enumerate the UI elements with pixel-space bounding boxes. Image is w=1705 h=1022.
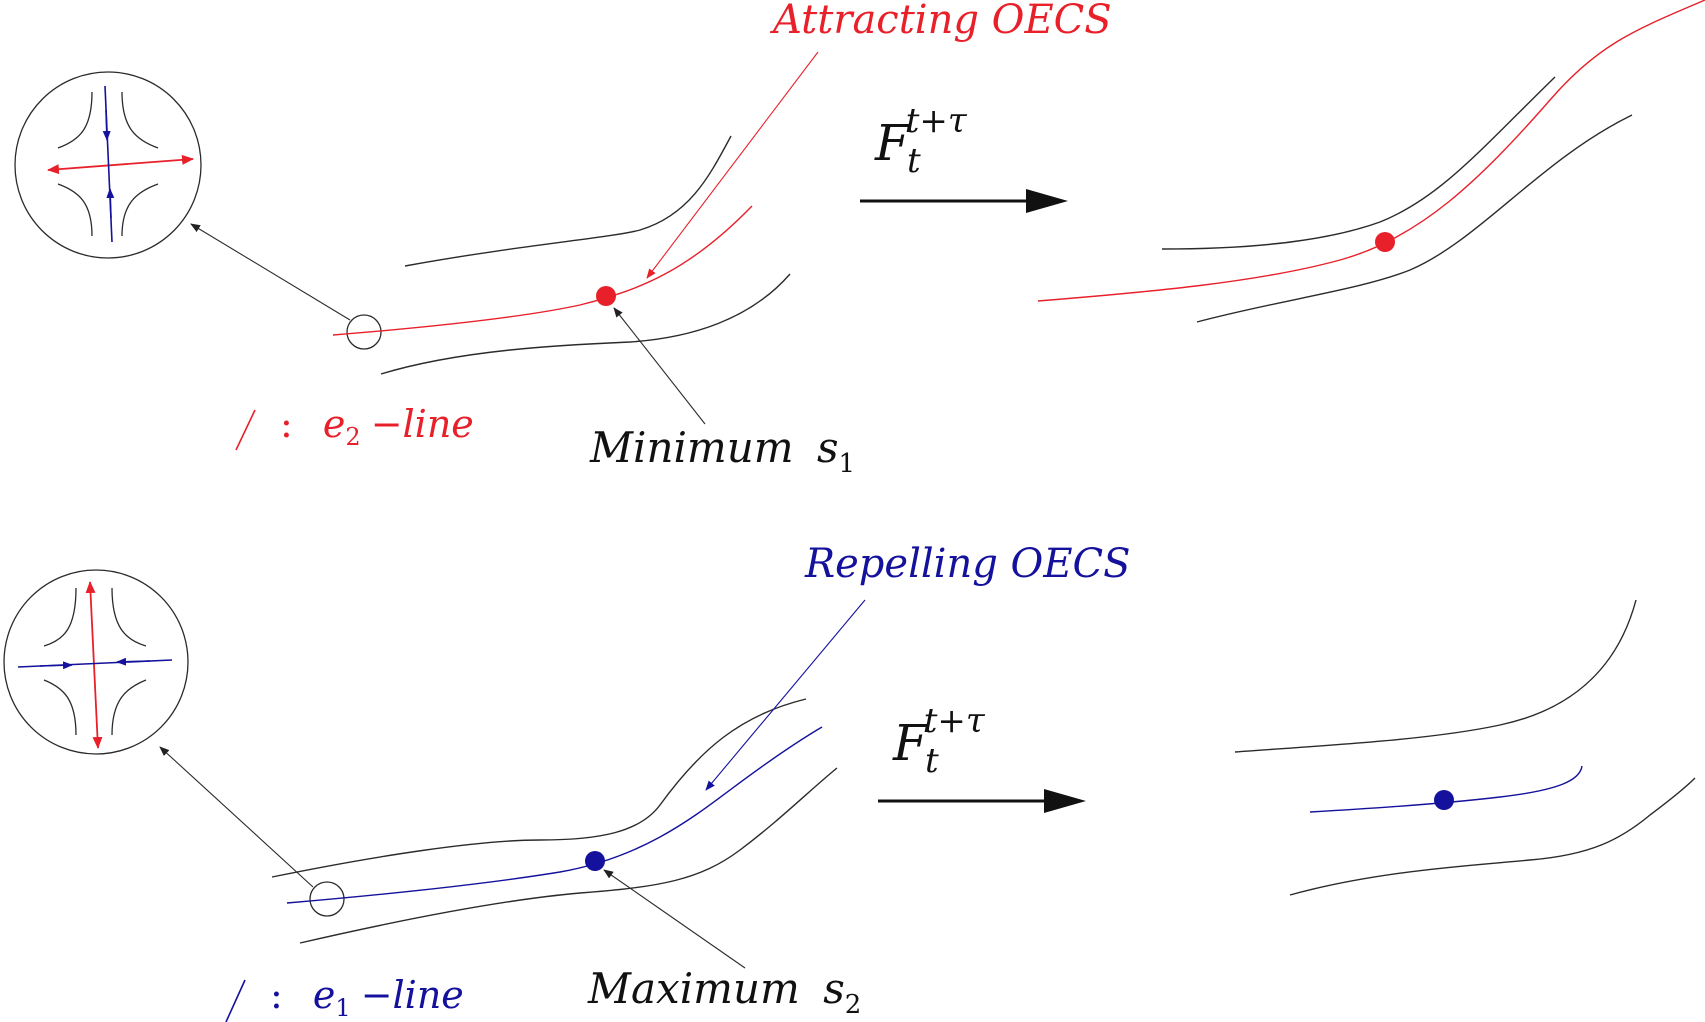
e2-line-legend: : e2−line <box>280 402 474 451</box>
advected-material-line-upper <box>1161 76 1556 250</box>
zoom-target-circle <box>346 314 382 350</box>
flow-map-label: Ft+τ <box>874 101 968 172</box>
flow-map-subscript: t <box>907 141 921 181</box>
zoom-pointer-arrow <box>190 223 351 321</box>
repelling-oecs-label: Repelling OECS <box>804 541 1131 587</box>
minimum-label-pointer <box>613 307 706 425</box>
material-line-lower <box>299 767 838 944</box>
advected-maximum-point <box>1434 790 1454 810</box>
hyperbola-branch <box>121 91 159 149</box>
hyperbola-branch <box>43 679 77 736</box>
magnifier-circle-icon <box>3 569 189 755</box>
advected-material-line-upper <box>1234 599 1637 753</box>
zoom-target-circle <box>309 881 345 917</box>
advected-material-line-lower <box>1289 777 1696 896</box>
hyperbola-branch <box>111 679 147 736</box>
legend-line-swatch <box>235 409 256 451</box>
hyperbola-branch <box>121 183 159 237</box>
stable-inflow-arrow-icon <box>102 109 111 141</box>
unstable-direction-arrow <box>47 154 194 175</box>
advected-repelling-oecs-curve <box>1309 765 1583 813</box>
attracting-oecs-label: Attracting OECS <box>769 0 1112 43</box>
hyperbola-branch <box>43 587 77 647</box>
minimum-label: Minimum s1 <box>589 423 855 479</box>
legend-line-swatch <box>225 979 246 1022</box>
e1-line-legend: : e1−line <box>270 973 464 1022</box>
attracting-oecs-curve <box>332 205 753 336</box>
zoom-pointer-arrow <box>159 746 314 888</box>
flow-arrow-icon <box>878 789 1086 813</box>
hyperbola-branch <box>57 183 93 237</box>
oecs-label-pointer <box>646 51 819 279</box>
oecs-label-pointer <box>705 599 866 791</box>
hyperbola-branch <box>57 91 93 149</box>
stable-direction-line <box>104 85 113 243</box>
advected-attracting-oecs-curve <box>1037 0 1705 302</box>
unstable-direction-arrow <box>85 581 103 749</box>
stable-inflow-arrow-icon <box>106 188 115 219</box>
material-line-lower <box>380 273 791 375</box>
maximum-point <box>585 851 605 871</box>
flow-arrow-icon <box>860 189 1068 213</box>
stable-inflow-arrow-icon <box>116 657 151 666</box>
material-line-upper <box>404 135 732 267</box>
magnifier-circle-icon <box>14 71 202 259</box>
maximum-label: Maximum s2 <box>587 964 861 1020</box>
material-line-upper <box>271 698 807 878</box>
advected-minimum-point <box>1375 232 1395 252</box>
saddle-inset-attracting <box>14 71 202 259</box>
bottom-panel: Repelling OECS Maximum s2 : e1−line Ft+τ… <box>3 541 1696 1022</box>
flow-map-subscript: t <box>925 741 939 781</box>
repelling-oecs-curve <box>286 726 823 904</box>
top-panel: Attracting OECS Minimum s1 : e2−line Ft+… <box>14 0 1705 479</box>
stable-inflow-arrow-icon <box>39 661 73 670</box>
saddle-inset-repelling <box>3 569 189 755</box>
advected-material-line-lower <box>1196 114 1633 323</box>
hyperbola-branch <box>111 587 147 647</box>
flow-map-label: Ft+τ <box>892 701 986 772</box>
minimum-point <box>596 286 616 306</box>
maximum-label-pointer <box>603 869 746 969</box>
